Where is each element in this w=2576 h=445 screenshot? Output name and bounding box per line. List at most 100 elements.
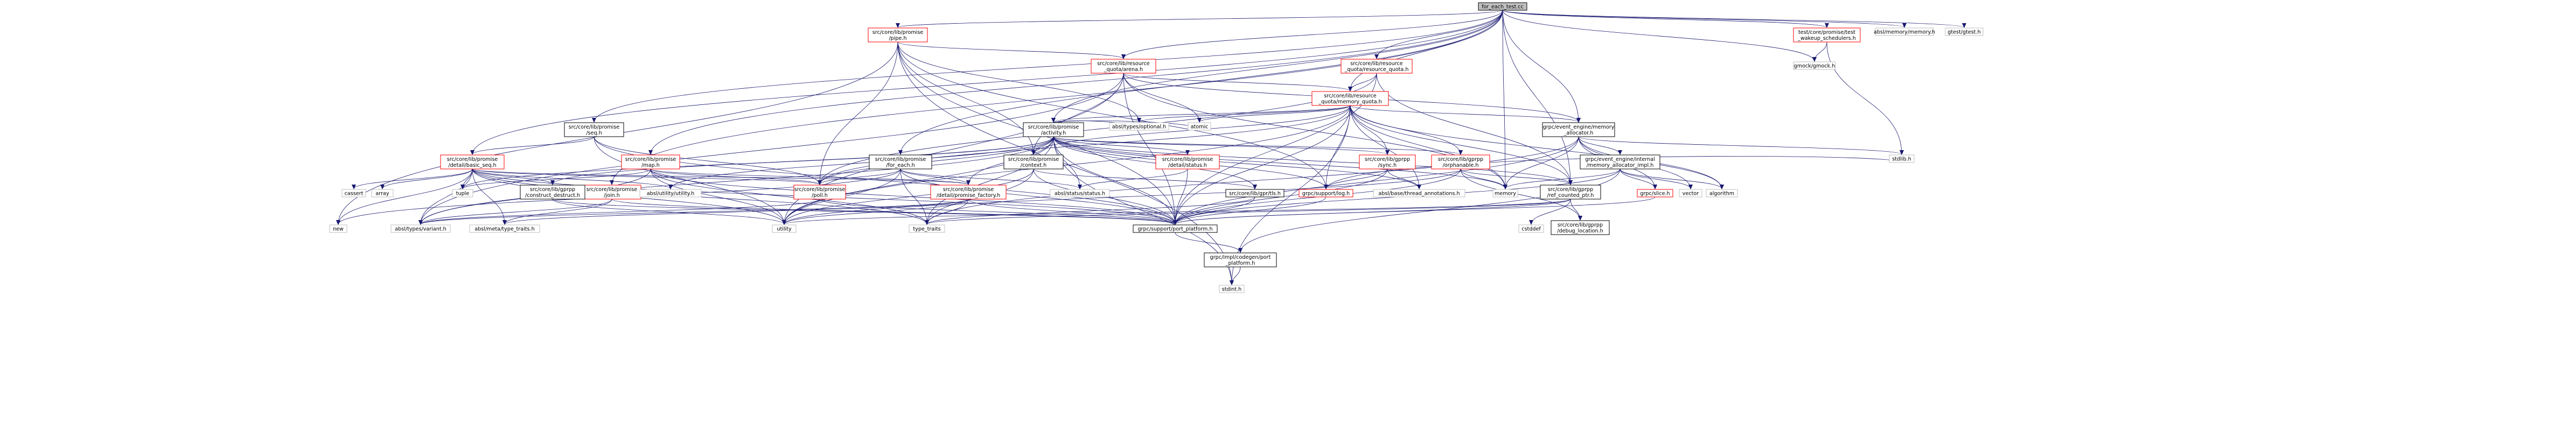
edge-for_each-to-port_platform [900,168,1177,225]
node-gmock-box [1793,61,1836,70]
node-absl_memory-box [1875,27,1934,36]
edge-memquota-to-gprpp_sync [1350,105,1390,155]
node-mem_impl[interactable]: grpc/event_engine/internal/memory_alloca… [1580,154,1660,169]
node-seq[interactable]: src/core/lib/promise/seq.h [564,122,624,137]
node-grpc_log-box [1299,189,1353,197]
node-gpr_tls[interactable]: src/core/lib/gpr/tls.h [1225,189,1284,197]
edge-basic_seq-to-new [336,168,473,225]
edge-basic_seq-to-array [380,168,473,189]
node-ref_counted-label-1: /ref_counted_ptr.h [1547,193,1594,199]
edge-activity-to-gprpp_sync [1053,136,1390,155]
node-port_platform-label-0: grpc/support/port_platform.h [1137,227,1212,232]
edge-pipe-to-absl_optional [897,41,1141,123]
node-join-label-0: src/core/lib/promise [587,187,638,193]
node-map[interactable]: src/core/lib/promise/map.h [621,154,680,169]
node-port_platform[interactable]: grpc/support/port_platform.h [1133,224,1218,233]
node-absl_utility: absl/utility/utility.h [639,189,702,197]
node-grpc_log-label-0: grpc/support/log.h [1302,191,1350,197]
node-basic_seq-label-1: /detail/basic_seq.h [448,163,496,168]
node-ee_mem[interactable]: grpc/event_engine/memory_allocator.h [1542,122,1615,137]
node-construct[interactable]: src/core/lib/gprpp/construct_destruct.h [520,185,585,200]
node-resquota[interactable]: src/core/lib/resource_quota/resource_quo… [1341,59,1413,74]
node-atomic-box [1188,122,1211,131]
node-resquota-label-0: src/core/lib/resource [1350,61,1402,67]
node-grpc_log[interactable]: grpc/support/log.h [1299,189,1353,197]
node-memquota[interactable]: src/core/lib/resource_quota/memory_quota… [1311,91,1389,106]
node-stdint-box [1219,285,1245,293]
edge-pipe-to-grpc_log [897,41,1328,189]
node-tuple-label-0: tuple [456,191,470,197]
node-thread_ann-box [1373,189,1465,197]
node-arena-label-1: _quota/arena.h [1104,67,1143,73]
edge-for_each-to-poll [818,168,901,185]
node-debug_location-label-1: /debug_location.h [1557,228,1603,234]
node-gpr_tls-label-0: src/core/lib/gpr/tls.h [1229,191,1281,197]
edge-memquota-to-activity [1051,105,1351,123]
edge-memquota-to-thread_ann [1350,105,1421,189]
node-absl_variant-label-0: absl/types/variant.h [395,227,446,232]
node-impl_port[interactable]: grpc/impl/codegen/port_platform.h [1204,252,1277,267]
node-factory[interactable]: src/core/lib/promise/detail/promise_fact… [930,185,1007,200]
node-pipe[interactable]: src/core/lib/promise/pipe.h [868,27,928,43]
node-root[interactable]: for_each_test.cc [1478,2,1527,11]
node-absl_optional: absl/types/optional.h [1109,122,1169,131]
edge-root-to-map [648,10,1503,155]
node-array-box [371,189,394,197]
node-basic_seq[interactable]: src/core/lib/promise/detail/basic_seq.h [440,154,505,169]
node-arena[interactable]: src/core/lib/resource_quota/arena.h [1091,59,1156,74]
node-array-label-0: array [375,191,389,197]
edge-memquota-to-port_platform [1173,105,1351,225]
edge-pipe-to-arena [897,41,1126,59]
node-wakeup-box [1793,27,1861,43]
node-gprpp_sync[interactable]: src/core/lib/gprpp/sync.h [1359,154,1416,169]
node-construct-label-0: src/core/lib/gprpp [530,187,575,193]
edge-seq-to-basic_seq [470,136,595,155]
edge-gprpp_sync-to-thread_ann [1387,168,1421,189]
node-debug_location[interactable]: src/core/lib/gprpp/debug_location.h [1551,220,1610,235]
edge-construct-to-port_platform [552,199,1177,225]
node-grpc_slice[interactable]: grpc/slice.h [1637,189,1673,197]
node-ref_counted-box [1540,185,1601,200]
edge-pipe-to-stdint [897,41,1234,285]
edge-ee_mem-to-type_traits [925,136,1579,225]
node-arena-label-0: src/core/lib/resource [1097,61,1149,67]
node-orphanable[interactable]: src/core/lib/gprpp/orphanable.h [1431,154,1490,169]
node-ref_counted[interactable]: src/core/lib/gprpp/ref_counted_ptr.h [1540,185,1601,200]
node-memory: memory [1492,189,1518,197]
edge-ref_counted-to-debug_location [1570,199,1582,221]
node-memquota-box [1311,91,1389,106]
node-context[interactable]: src/core/lib/promise/context.h [1003,154,1064,169]
node-absl_status: absl/status/status.h [1050,189,1110,197]
edge-seq-to-poll [594,136,822,185]
edge-memquota-to-ref_counted [1350,105,1573,185]
node-map-label-1: /map.h [641,163,660,168]
node-activity[interactable]: src/core/lib/promise/activity.h [1023,122,1084,137]
edge-impl_port-to-stdint [1230,266,1241,285]
edge-factory-to-absl_variant [418,199,969,225]
node-resquota-label-1: _quota/resource_quota.h [1344,67,1409,73]
node-wakeup[interactable]: test/core/promise/test_wakeup_schedulers… [1793,27,1861,43]
edge-orphanable-to-ref_counted [1460,168,1573,185]
edge-activity-to-absl_utility [668,136,1054,189]
edge-root-to-gmock [1502,10,1817,62]
node-new: new [329,224,347,233]
node-debug_location-box [1551,220,1610,235]
node-cassert-label-0: cassert [345,191,364,197]
node-grpc_slice-label-0: grpc/slice.h [1640,191,1670,197]
node-join[interactable]: src/core/lib/promise/join.h [582,185,641,200]
node-tuple: tuple [452,189,473,197]
edge-root-to-memquota [1348,10,1503,91]
node-status_h[interactable]: src/core/lib/promise/detail/status.h [1155,154,1220,169]
node-wakeup-label-0: test/core/promise/test [1798,30,1855,36]
edge-join-to-type_traits_absl [502,199,612,225]
node-basic_seq-box [440,154,505,169]
edge-poll-to-port_platform [819,199,1177,225]
node-stdint-label-0: stdint.h [1222,287,1242,293]
node-poll[interactable]: src/core/lib/promise/poll.h [793,185,846,200]
node-for_each[interactable]: src/core/lib/promise/for_each.h [869,154,932,169]
node-atomic: atomic [1188,122,1211,131]
edge-activity-to-orphanable [1053,136,1463,155]
node-context-label-0: src/core/lib/promise [1008,157,1059,163]
edge-root-to-arena [1121,10,1503,59]
node-type_traits: type_traits [909,224,945,233]
